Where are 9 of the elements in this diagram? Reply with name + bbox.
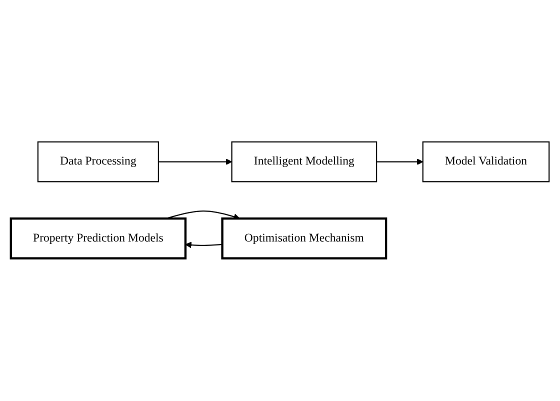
node-box	[231, 142, 378, 183]
node-box	[422, 142, 550, 183]
arrow	[376, 158, 424, 166]
node-box	[37, 142, 159, 183]
flowchart: Data Processing Intelligent Modelling Model Validation Property Prediction Models Optimisation Mechanism	[5, 136, 555, 265]
node-box	[10, 218, 187, 260]
node-box	[221, 218, 388, 260]
arrow	[185, 242, 222, 249]
arrow	[158, 158, 232, 166]
